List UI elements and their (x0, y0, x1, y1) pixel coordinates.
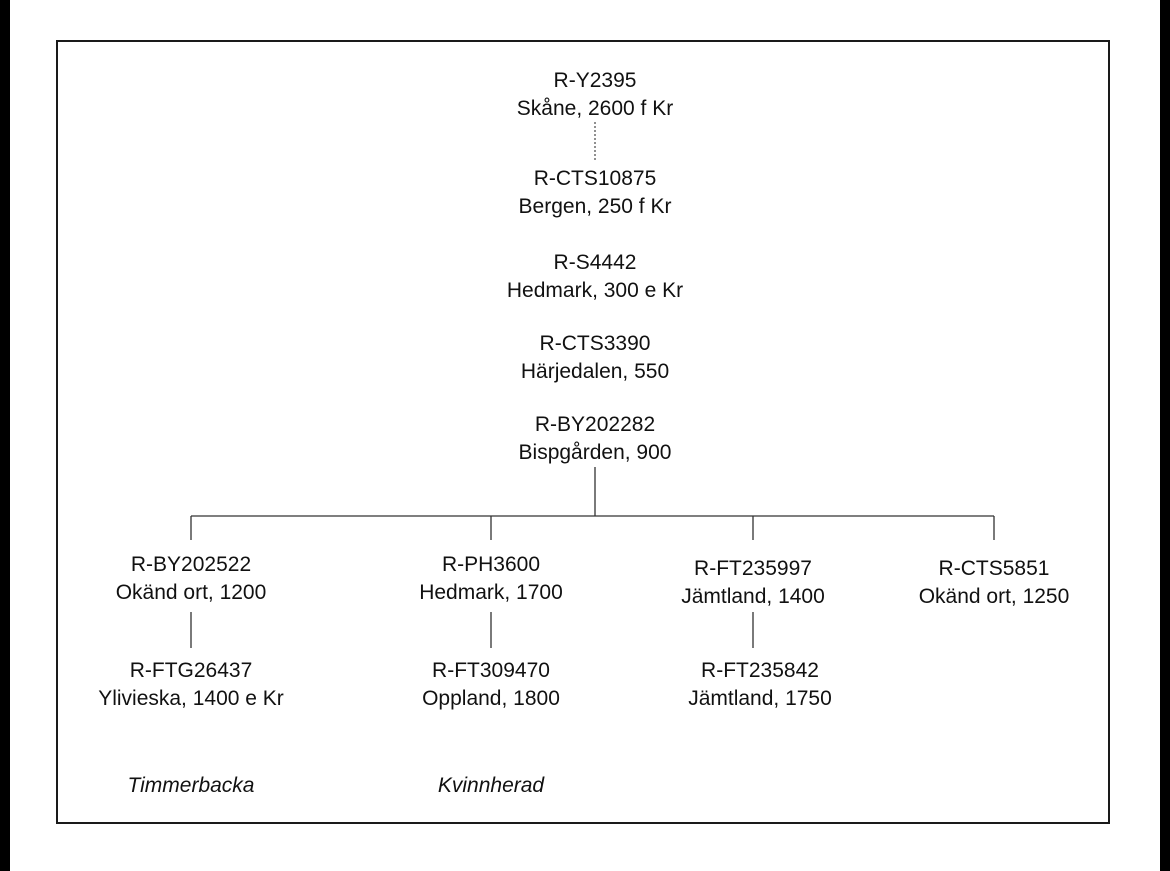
diagram-frame (56, 40, 1110, 824)
node-place: Hedmark, 1700 (419, 581, 563, 604)
origin-label-timmerbacka: Timmerbacka (127, 774, 255, 797)
node-place: Ylivieska, 1400 e Kr (98, 687, 284, 710)
tree-node-n12: R-FT235842 Jämtland, 1750 (620, 657, 900, 713)
node-place: Bispgården, 900 (518, 441, 672, 464)
tree-node-n3: R-S4442 Hedmark, 300 e Kr (455, 249, 735, 305)
node-haplogroup: R-FT309470 (432, 659, 550, 682)
left-black-strip (0, 0, 10, 871)
node-haplogroup: R-BY202282 (534, 413, 656, 436)
node-haplogroup: R-CTS10875 (533, 167, 657, 190)
node-haplogroup: R-BY202522 (130, 553, 252, 576)
node-place: Jämtland, 1400 (681, 585, 825, 608)
node-haplogroup: R-FT235842 (701, 659, 819, 682)
node-haplogroup: R-Y2395 (553, 69, 637, 92)
node-place: Oppland, 1800 (422, 687, 560, 710)
origin-label-kvinnherad: Kvinnherad (437, 774, 545, 797)
node-haplogroup: R-CTS3390 (539, 332, 651, 355)
node-place: Hedmark, 300 e Kr (506, 279, 684, 302)
node-place: Bergen, 250 f Kr (518, 195, 672, 218)
node-place: Okänd ort, 1200 (115, 581, 267, 604)
node-haplogroup: R-CTS5851 (938, 557, 1050, 580)
node-haplogroup: R-FT235997 (694, 557, 812, 580)
tree-node-n7: R-PH3600 Hedmark, 1700 (351, 551, 631, 607)
node-haplogroup: R-S4442 (553, 251, 637, 274)
tree-node-n4: R-CTS3390 Härjedalen, 550 (455, 330, 735, 386)
node-place: Jämtland, 1750 (688, 687, 832, 710)
tree-node-n11: R-FT309470 Oppland, 1800 (351, 657, 631, 713)
node-haplogroup: R-PH3600 (441, 553, 541, 576)
tree-node-n6: R-BY202522 Okänd ort, 1200 (51, 551, 331, 607)
tree-node-n8: R-FT235997 Jämtland, 1400 (613, 555, 893, 611)
tree-node-n5: R-BY202282 Bispgården, 900 (455, 411, 735, 467)
tree-node-n10: R-FTG26437 Ylivieska, 1400 e Kr (51, 657, 331, 713)
node-place: Härjedalen, 550 (520, 360, 670, 383)
tree-node-n2: R-CTS10875 Bergen, 250 f Kr (455, 165, 735, 221)
node-place: Okänd ort, 1250 (918, 585, 1070, 608)
node-haplogroup: R-FTG26437 (129, 659, 253, 682)
right-black-strip (1160, 0, 1170, 871)
node-place: Skåne, 2600 f Kr (516, 97, 674, 120)
tree-node-n1: R-Y2395 Skåne, 2600 f Kr (455, 67, 735, 123)
tree-node-n9: R-CTS5851 Okänd ort, 1250 (854, 555, 1134, 611)
